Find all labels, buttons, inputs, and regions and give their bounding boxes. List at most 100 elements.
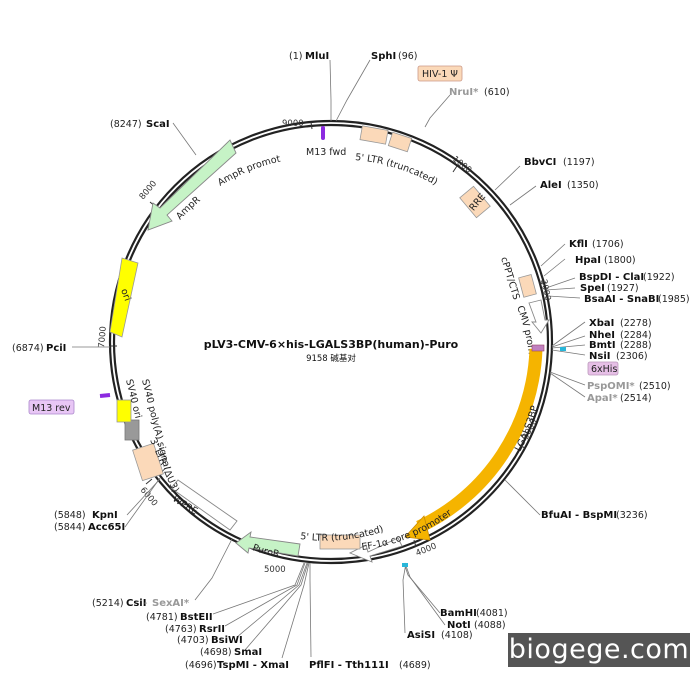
site-bamhi: BamHI — [440, 608, 477, 619]
site-bsaai-num: (1985) — [658, 294, 690, 305]
site-alei: AleI — [540, 180, 562, 191]
site-nhei-num: (2284) — [620, 330, 652, 341]
site-alei-num: (1350) — [567, 180, 599, 191]
site-pspomi-num: (2510) — [639, 381, 671, 392]
tick-9000: 9000 — [282, 119, 304, 129]
feature-sv40-ori — [116, 399, 132, 423]
site-mlui: MluI — [305, 51, 329, 62]
site-acc65i-num: (5844) — [54, 522, 86, 533]
site-kfli: KflI — [569, 239, 588, 250]
feature-label-ampr-promoter: AmpR promoter — [0, 0, 282, 189]
feature-label-6xhis: 6xHis — [591, 364, 617, 375]
feature-ampr — [147, 139, 237, 231]
feature-label-ori: ori — [118, 287, 133, 302]
site-tspmi: TspMI - XmaI — [217, 660, 289, 671]
site-bmti-num: (2288) — [620, 340, 652, 351]
site-bfuai-num: (3236) — [616, 510, 648, 521]
site-marker-xbai — [560, 347, 566, 351]
site-bbvci: BbvCI — [524, 157, 556, 168]
feature-6xhis-box — [587, 361, 619, 376]
site-apai: ApaI* — [587, 393, 618, 404]
site-kpni: KpnI — [92, 510, 118, 521]
feature-hiv1-box — [417, 65, 463, 82]
site-pspomi: PspOMI* — [587, 381, 635, 392]
backbone-inner — [112, 123, 550, 561]
site-nsii-num: (2306) — [616, 351, 648, 362]
site-labels: (1) MluI SphI (96) NruI* (610) BbvCI (11… — [12, 51, 690, 671]
site-kfli-num: (1706) — [592, 239, 624, 250]
tick-8000: 8000 — [138, 179, 160, 202]
tick-2000: 2000 — [538, 279, 552, 302]
site-smai-num: (4698) — [200, 647, 232, 658]
site-csii-num: (5214) — [92, 598, 124, 609]
site-bsteii: BstEII — [180, 612, 213, 623]
site-acc65i: Acc65I — [88, 522, 125, 533]
site-bamhi-num: (4081) — [476, 608, 508, 619]
feature-ef1a — [348, 537, 403, 563]
feature-lgals3bp — [416, 348, 543, 533]
feature-label-ltr5: 5' LTR (truncated) — [355, 152, 440, 188]
site-nrui-num: (610) — [484, 87, 510, 98]
site-pflfi: PflFI - Tth111I — [309, 660, 389, 671]
feature-m13fwd-mark — [321, 126, 325, 140]
site-asisi-num: (4108) — [441, 630, 473, 641]
site-xbai: XbaI — [589, 318, 614, 329]
feature-6xhis — [531, 344, 545, 352]
site-asisi: AsiSI — [407, 630, 435, 641]
feature-wpre — [170, 479, 238, 531]
site-nhei: NheI — [589, 330, 615, 341]
watermark: biogege.com — [508, 633, 690, 667]
feature-label-hiv1: HIV-1 Ψ — [422, 69, 458, 80]
site-bmti: BmtI — [589, 340, 616, 351]
feature-m13rev-mark — [99, 393, 111, 398]
feature-ltr5b — [319, 534, 361, 550]
site-noti: NotI — [447, 620, 471, 631]
feature-puror — [235, 530, 301, 557]
site-bspdi-num: (1922) — [643, 272, 675, 283]
site-leaders — [72, 59, 586, 659]
site-hpai-num: (1800) — [604, 255, 636, 266]
site-pcii-num: (6874) — [12, 343, 44, 354]
feature-ltr3 — [132, 442, 164, 482]
site-hpai: HpaI — [575, 255, 601, 266]
feature-lgals3bp-head — [404, 515, 431, 541]
feature-m13rev-box — [28, 399, 75, 415]
tick-1000: 1000 — [450, 154, 473, 175]
feature-label-m13rev: M13 rev — [32, 403, 71, 414]
site-smai: SmaI — [234, 647, 262, 658]
site-bsiwi-num: (4703) — [177, 635, 209, 646]
site-kpni-num: (5848) — [54, 510, 86, 521]
site-nsii: NsiI — [589, 351, 610, 362]
site-bsaai: BsaAI - SnaBI — [584, 294, 659, 305]
feature-cmv — [528, 299, 550, 334]
feature-cppt — [518, 274, 537, 298]
site-spei: SpeI — [580, 283, 605, 294]
tick-5000: 5000 — [264, 565, 286, 575]
site-apai-num: (2514) — [620, 393, 652, 404]
feature-rre — [459, 185, 491, 219]
site-bsteii-num: (4781) — [146, 612, 178, 623]
feature-label-cppt: cPPT/CTS — [498, 256, 521, 301]
site-noti-num: (4088) — [474, 620, 506, 631]
tick-7000: 7000 — [97, 326, 109, 348]
feature-ori — [109, 257, 139, 338]
plasmid-size: 9158 碱基对 — [306, 353, 356, 364]
feature-label-m13fwd: M13 fwd — [306, 147, 346, 158]
site-bspdi: BspDI - ClaI — [579, 272, 644, 283]
plasmid-title: pLV3-CMV-6×his-LGALS3BP(human)-Puro — [204, 338, 459, 351]
site-csii: CsiI — [126, 598, 146, 609]
site-spei-num: (1927) — [607, 283, 639, 294]
site-sexai: SexAI* — [152, 598, 190, 609]
site-bbvci-num: (1197) — [563, 157, 595, 168]
site-bfuai: BfuAI - BspMI — [541, 510, 617, 521]
svg-text:-: - — [144, 598, 147, 609]
site-scai-num: (8247) — [110, 119, 142, 130]
site-bsiwi: BsiWI — [211, 635, 243, 646]
site-pcii: PciI — [46, 343, 66, 354]
site-pflfi-num: (4689) — [399, 660, 431, 671]
site-scai: ScaI — [146, 119, 170, 130]
site-mlui-num: (1) — [289, 51, 302, 62]
site-sphi-num: (96) — [398, 51, 418, 62]
site-rsrii-num: (4763) — [165, 624, 197, 635]
